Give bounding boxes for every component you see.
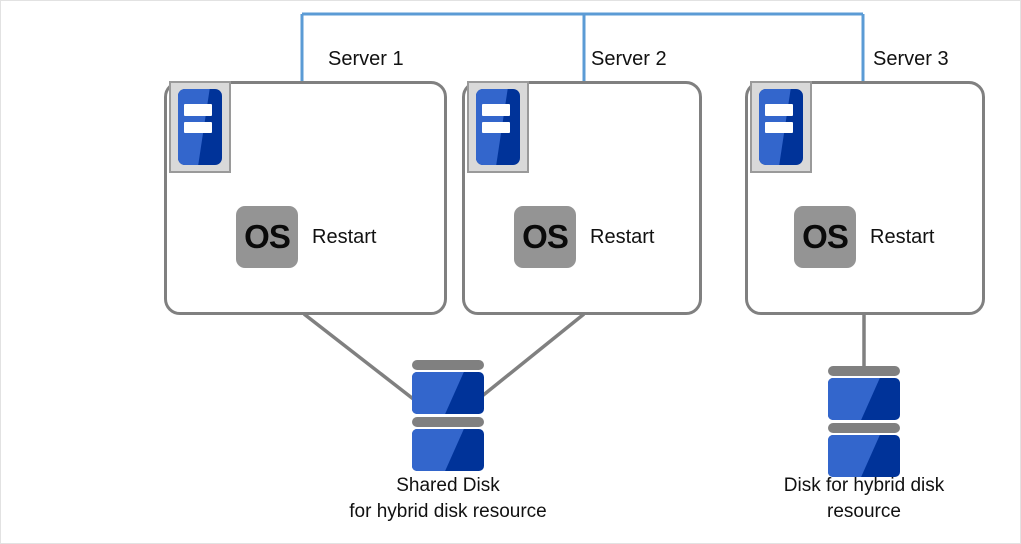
os-group-2: OS Restart — [514, 206, 654, 268]
disk-block-upper — [412, 372, 484, 414]
server-label-1: Server 1 — [328, 48, 404, 70]
server3-disk-caption: Disk for hybrid disk resource — [739, 473, 989, 524]
os-icon-2: OS — [514, 206, 576, 268]
os-group-3: OS Restart — [794, 206, 934, 268]
disk-bar-middle — [412, 417, 484, 427]
disk-bar-top — [412, 360, 484, 370]
disk-bar-middle — [828, 423, 900, 433]
disk-block-upper — [828, 378, 900, 420]
server-box-1[interactable] — [164, 81, 447, 315]
disk-block-lower — [412, 429, 484, 471]
server-icon-1 — [169, 81, 231, 173]
server3-disk-caption-line2: resource — [827, 500, 901, 522]
disk-block-lower — [828, 435, 900, 477]
server3-disk-icon[interactable] — [828, 366, 900, 477]
disk-bar-top — [828, 366, 900, 376]
server-label-2: Server 2 — [591, 48, 667, 70]
shared-disk-icon[interactable] — [412, 360, 484, 471]
os-status-label-3: Restart — [870, 225, 935, 248]
server-icon-2 — [467, 81, 529, 173]
shared-disk-connectors — [302, 312, 586, 407]
os-status-label-2: Restart — [590, 225, 655, 248]
os-icon-3: OS — [794, 206, 856, 268]
os-group-1: OS Restart — [236, 206, 376, 268]
cluster-bracket-icon — [300, 12, 865, 81]
server-label-3: Server 3 — [873, 48, 949, 70]
shared-disk-caption-line1: Shared Disk — [396, 475, 500, 496]
shared-disk-caption: Shared Disk for hybrid disk resource — [308, 473, 588, 524]
shared-disk-caption-line2: for hybrid disk resource — [349, 500, 547, 522]
os-status-label-1: Restart — [312, 225, 377, 248]
server-icon-3 — [750, 81, 812, 173]
os-icon-1: OS — [236, 206, 298, 268]
server3-disk-caption-line1: Disk for hybrid disk — [783, 475, 945, 496]
